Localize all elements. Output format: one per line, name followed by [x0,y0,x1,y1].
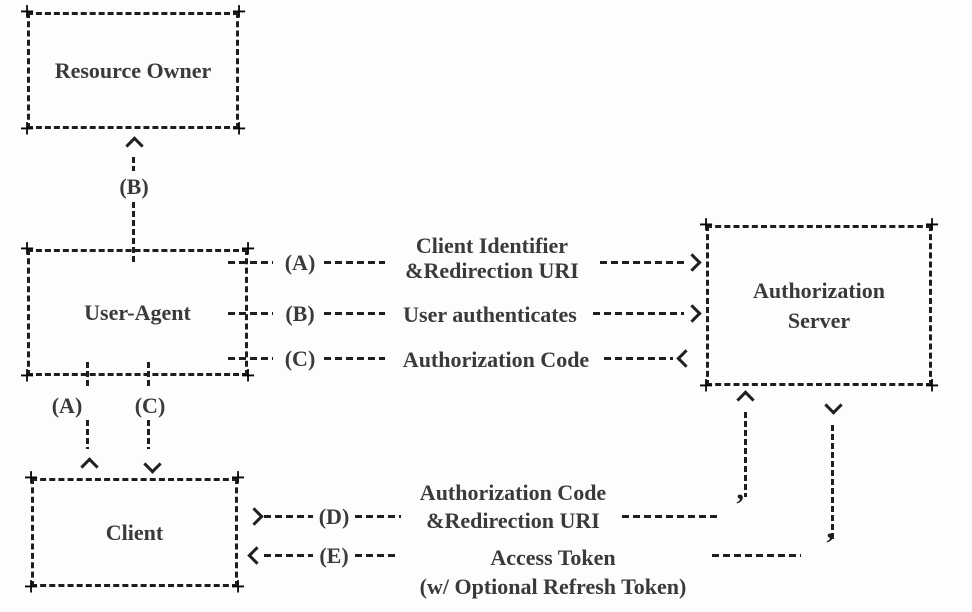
flow-e-vertical-dash [831,425,834,539]
corner-plus-icon: + [230,572,246,601]
authorization-server-label-line2: Server [787,307,851,333]
flow-a-column-label: (A) [51,393,83,418]
flow-e-dash-1 [264,554,313,557]
resource-owner-box: + + + + Resource Owner [20,0,247,142]
chevron-up-icon [125,136,144,155]
flow-a-dash-2 [324,261,385,264]
flow-a-text-line1: Client Identifier [415,233,569,258]
corner-plus-icon: + [19,361,35,390]
authorization-server-label-line1: Authorization [753,277,885,303]
chevron-right-icon [245,507,264,526]
flow-a-column-dash [86,420,89,449]
flow-e-dash-2 [355,554,399,557]
flow-d-dash-2 [355,515,401,518]
chevron-up-icon [736,390,755,409]
client-box: + + + + Client [24,465,246,600]
corner-plus-icon: + [698,371,714,400]
flow-b-vertical-label: (B) [119,174,149,199]
flow-a-column-tick [86,362,89,387]
corner-plus-icon: + [23,463,39,492]
flow-a-text: Client Identifier&Redirection URI [405,233,579,283]
flow-b-vertical-dash-lower [132,202,135,263]
corner-plus-icon: + [19,114,35,143]
client-label: Client [105,519,164,545]
corner-plus-icon: + [240,361,256,390]
flow-a-label: (A) [284,250,316,275]
corner-plus-icon: + [230,463,246,492]
corner-plus-icon: + [698,210,714,239]
flow-e-text-line1: Access Token [490,545,616,570]
flow-b-dash-2 [324,312,385,315]
flow-e-label: (E) [319,543,349,568]
flow-c-dash-3 [604,357,673,360]
flow-e-text: Access Token (w/ Optional Refresh Token) [420,543,687,601]
flow-a-text-line2: &Redirection URI [405,258,579,283]
flow-b-dash-3 [593,312,684,315]
flow-d-label: (D) [318,504,350,529]
flow-b-text: User authenticates [403,302,577,327]
corner-plus-icon: + [231,0,247,26]
flow-c-dash-1 [228,357,273,360]
flow-e-corner-tick: ’ [825,527,835,560]
chevron-left-icon [676,349,695,368]
corner-plus-icon: + [19,234,35,263]
corner-plus-icon: + [19,0,35,26]
flow-c-label: (C) [284,346,316,371]
flow-c-column-dash [147,420,150,449]
flow-d-text: Authorization Code&Redirection URI [420,479,606,535]
corner-plus-icon: + [240,234,256,263]
flow-d-corner-tick: ’ [735,488,745,521]
flow-d-vertical-dash [744,412,747,497]
flow-a-dash-1 [228,261,273,264]
flow-d-text-line1: Authorization Code [419,480,607,505]
corner-plus-icon: + [231,114,247,143]
user-agent-label: User-Agent [84,299,191,325]
chevron-right-icon [683,304,702,323]
corner-plus-icon: + [924,210,940,239]
chevron-up-icon [80,457,99,476]
flow-e-text-line2: (w/ Optional Refresh Token) [419,574,687,599]
chevron-down-icon [824,396,843,415]
flow-d-text-line2: &Redirection URI [426,508,600,533]
flow-c-column-tick [147,362,150,387]
flow-b-dash-1 [228,312,273,315]
resource-owner-label: Resource Owner [54,57,212,83]
chevron-right-icon [683,253,702,272]
flow-c-dash-2 [324,357,385,360]
flow-b-label: (B) [285,301,315,326]
flow-d-dash-1 [264,515,313,518]
chevron-down-icon [143,455,162,474]
user-agent-box: + + + + User-Agent [20,236,256,389]
chevron-left-icon [247,546,266,565]
flow-b-vertical-dash-upper [132,157,135,171]
flow-c-text: Authorization Code [403,347,589,372]
flow-a-dash-3 [600,261,684,264]
corner-plus-icon: + [924,371,940,400]
flow-e-dash-3 [712,554,801,557]
corner-plus-icon: + [23,572,39,601]
flow-c-text-line1: Authorization Code [402,347,590,372]
flow-c-column-label: (C) [134,393,166,418]
flow-d-dash-3 [622,515,718,518]
flow-b-text-line1: User authenticates [403,302,577,327]
